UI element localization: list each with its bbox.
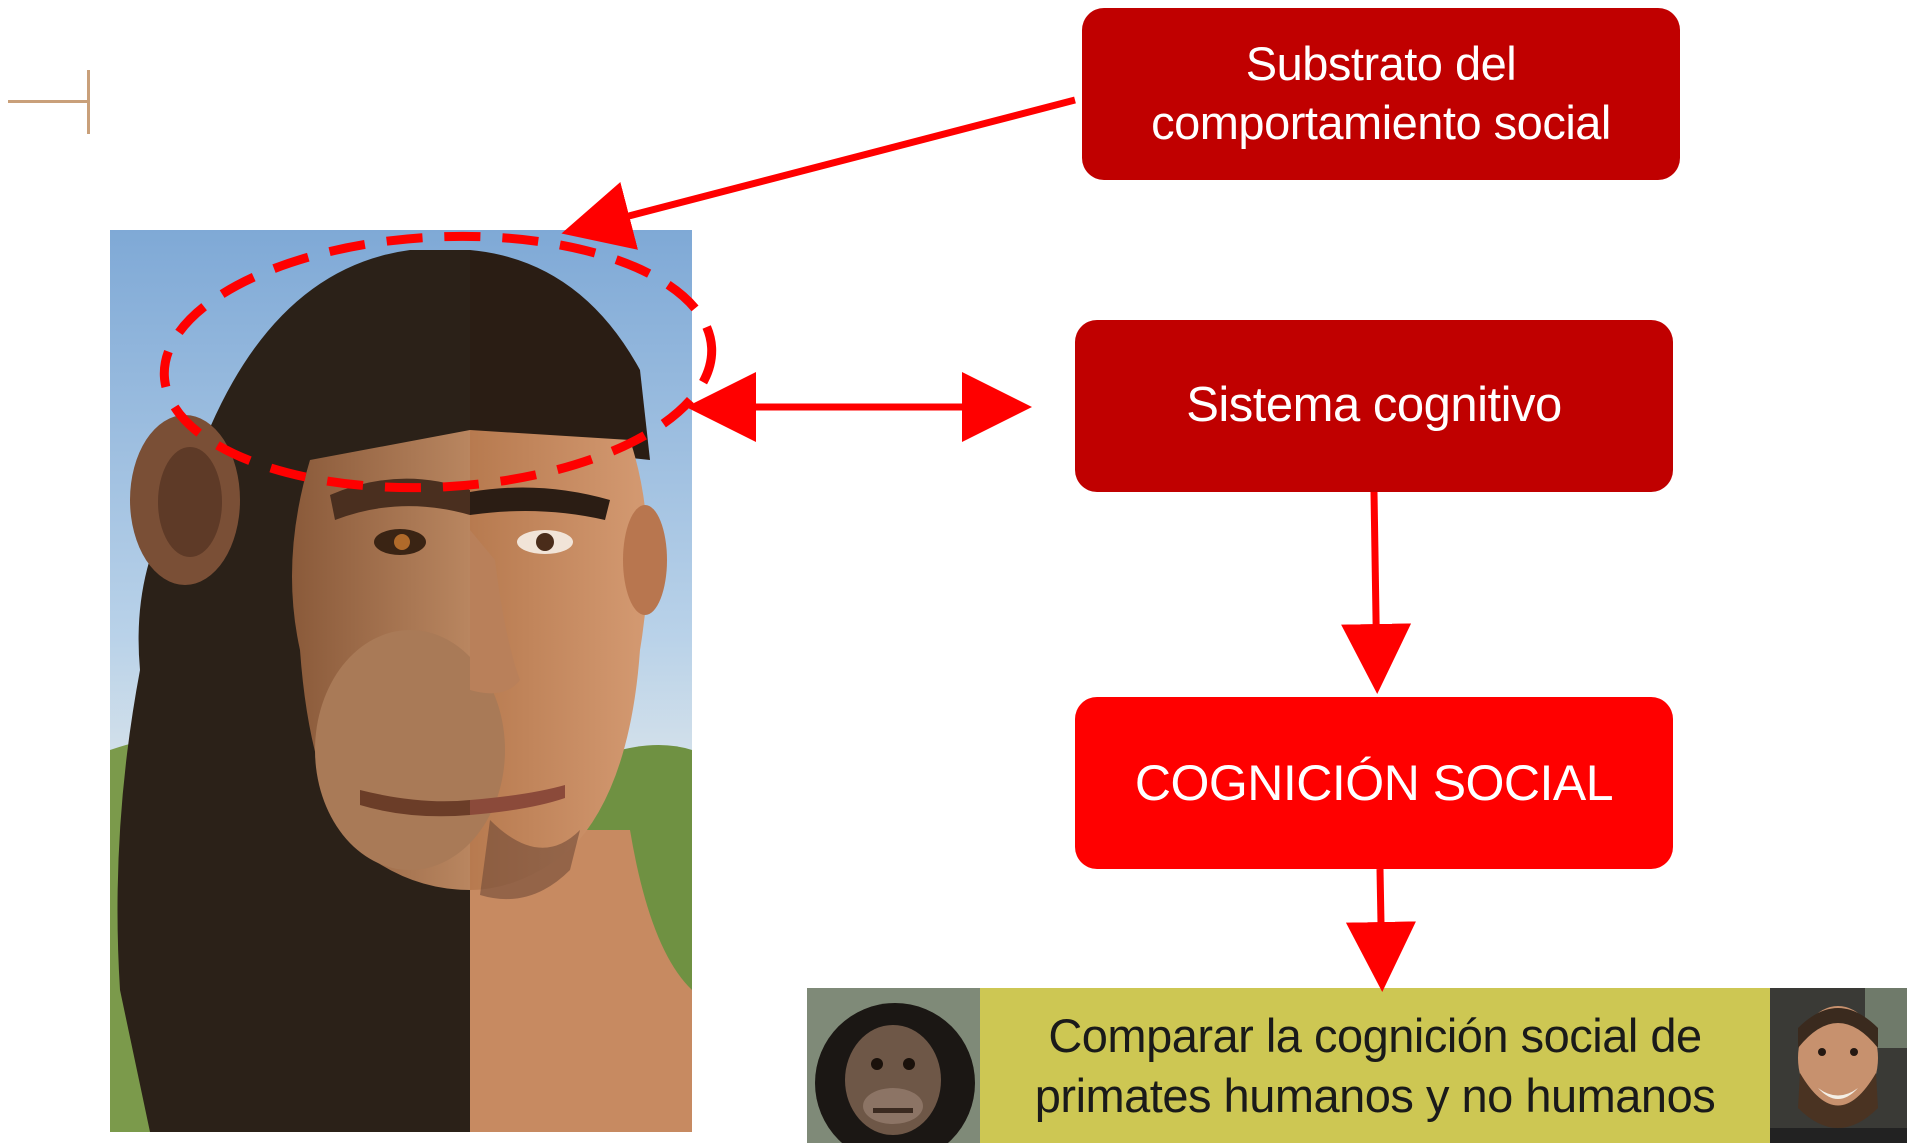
substrato-box: Substrato del comportamiento social bbox=[1082, 8, 1680, 180]
arrow-cognicion-to-banner bbox=[1345, 868, 1416, 992]
smiling-man-photo bbox=[1770, 988, 1907, 1143]
corner-mark bbox=[8, 70, 90, 134]
arrow-substrato-to-brain bbox=[561, 96, 1076, 250]
compare-banner: Comparar la cognición social de primates… bbox=[980, 988, 1770, 1143]
cognicion-social-box: COGNICIÓN SOCIAL bbox=[1075, 697, 1673, 869]
chimpanzee-photo bbox=[807, 988, 980, 1143]
arrow-sistema-to-cognicion bbox=[1341, 491, 1412, 694]
portrait-image bbox=[110, 230, 692, 1132]
sistema-cognitivo-box: Sistema cognitivo bbox=[1075, 320, 1673, 492]
